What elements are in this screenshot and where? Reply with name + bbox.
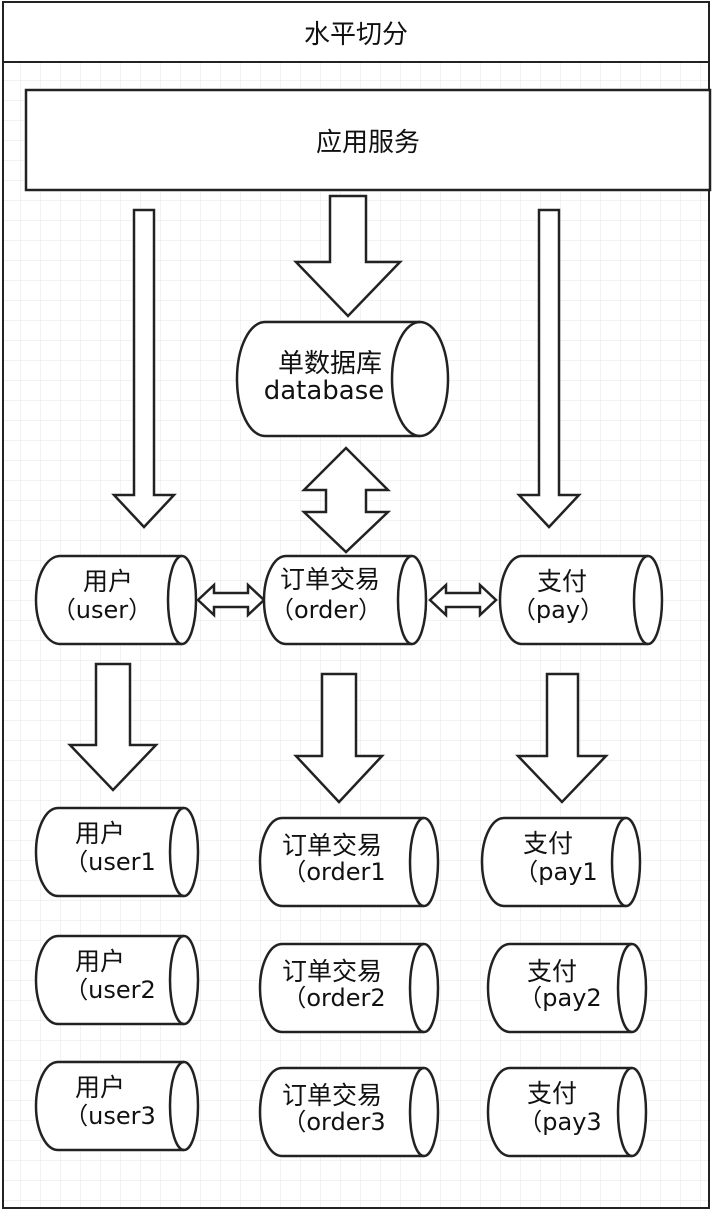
shard-pay3-sub: （pay3 [518, 1108, 601, 1136]
shard-user3-cylinder [34, 1060, 200, 1152]
main-database-cylinder [235, 320, 450, 438]
shard-user1-sub: （user1 [64, 848, 156, 876]
shard-user1-cylinder [34, 806, 200, 898]
user-db-sub: （user） [52, 596, 152, 624]
arrow-database-order [300, 446, 392, 554]
pay-db-sub: （pay） [512, 596, 604, 624]
app-service-label: 应用服务 [316, 128, 420, 158]
shard-pay3-cylinder [486, 1066, 648, 1158]
shard-pay2-sub: （pay2 [518, 984, 601, 1012]
main-database-name: 单数据库 [278, 349, 382, 379]
shard-user2-cylinder [34, 934, 200, 1026]
arrow-user-to-shards [67, 662, 159, 792]
user-db-cylinder [34, 554, 198, 646]
shard-pay1-name: 支付 [523, 829, 573, 858]
shard-order3-cylinder [258, 1066, 440, 1158]
arrow-pay-to-shards [515, 672, 609, 804]
arrow-app-to-pay [516, 208, 582, 529]
order-db-cylinder [262, 554, 428, 646]
shard-user2-sub: （user2 [64, 976, 156, 1004]
arrow-order-to-shards [293, 672, 385, 804]
shard-order2-name: 订单交易 [282, 957, 382, 986]
shard-pay2-name: 支付 [527, 957, 577, 986]
shard-order1-name: 订单交易 [282, 831, 382, 860]
arrow-app-to-database [293, 194, 403, 318]
shard-pay1-cylinder [480, 816, 642, 908]
app-service-box [24, 88, 712, 192]
shard-order2-cylinder [258, 942, 440, 1034]
pay-db-cylinder [498, 554, 664, 646]
order-db-name: 订单交易 [280, 565, 380, 594]
shard-pay2-cylinder [486, 942, 648, 1034]
shard-order3-name: 订单交易 [282, 1081, 382, 1110]
shard-pay1-sub: （pay1 [514, 858, 597, 886]
main-database-sub: database [264, 376, 385, 406]
shard-order1-cylinder [258, 816, 440, 908]
shard-user1-name: 用户 [75, 819, 125, 848]
swimlane-title: 水平切分 [304, 20, 408, 50]
user-db-name: 用户 [83, 567, 133, 596]
shard-pay3-name: 支付 [527, 1079, 577, 1108]
shard-order2-sub: （order2 [282, 984, 385, 1012]
shard-user3-sub: （user3 [64, 1102, 156, 1130]
arrow-order-pay [428, 582, 498, 618]
shard-user3-name: 用户 [75, 1073, 125, 1102]
shard-order3-sub: （order3 [282, 1108, 385, 1136]
order-db-sub: （order） [270, 596, 382, 624]
shard-order1-sub: （order1 [282, 858, 385, 886]
pay-db-name: 支付 [537, 567, 587, 596]
arrow-app-to-user [111, 208, 177, 529]
shard-user2-name: 用户 [75, 947, 125, 976]
